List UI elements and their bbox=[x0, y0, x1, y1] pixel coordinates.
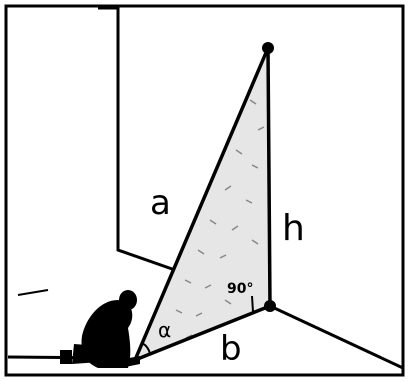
label-alpha: α bbox=[158, 318, 171, 342]
small-wall-mark bbox=[17, 289, 49, 296]
base-vertex bbox=[264, 300, 276, 312]
triangle bbox=[133, 46, 272, 362]
side-a-hypotenuse bbox=[133, 46, 270, 362]
top-vertex bbox=[262, 42, 274, 54]
angle-alpha-arc bbox=[141, 342, 151, 355]
side-b-base bbox=[133, 304, 272, 362]
label-h: h bbox=[282, 208, 305, 249]
label-a: a bbox=[150, 183, 171, 223]
shading-marks bbox=[163, 99, 265, 339]
diagram-frame bbox=[4, 4, 405, 377]
back-wall-left-edge bbox=[98, 6, 176, 272]
person-figure bbox=[60, 290, 140, 368]
right-angle-marker bbox=[251, 295, 271, 314]
label-b: b bbox=[220, 329, 242, 369]
label-right-angle: 90° bbox=[227, 281, 253, 297]
floor-corner-line bbox=[269, 304, 404, 370]
side-h-height bbox=[266, 46, 272, 308]
